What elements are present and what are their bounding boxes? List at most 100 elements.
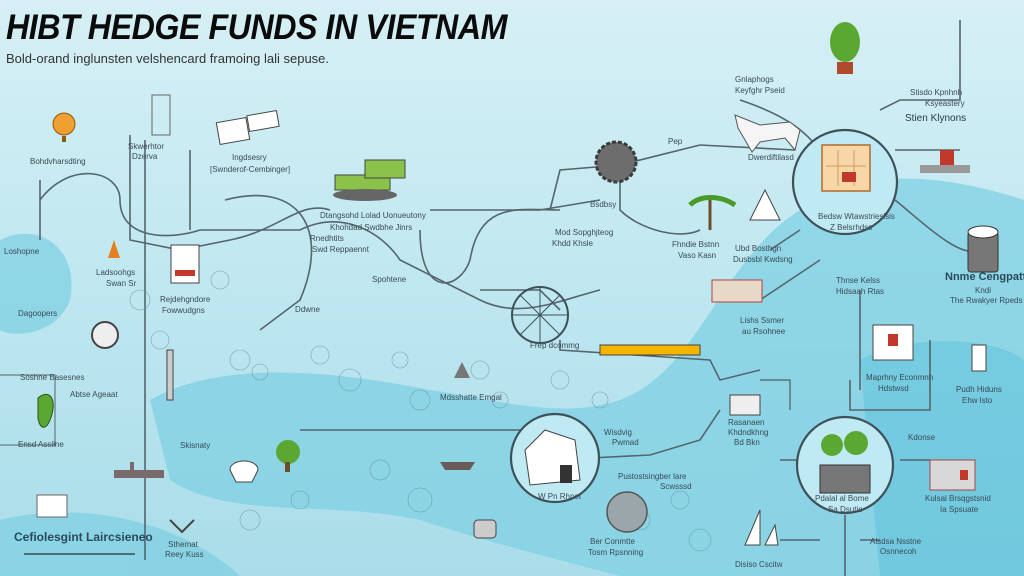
label: Frep dcommg	[530, 341, 580, 350]
balloon-icon	[52, 112, 76, 142]
label: Mod Sopghjteog	[555, 228, 614, 237]
page-title: HIBT HEDGE FUNDS IN VIETNAM	[6, 8, 508, 47]
label: Abtse Ageaat	[70, 390, 118, 399]
label: Pdalal al Bome	[815, 494, 869, 503]
label: Dusbsbl Kwdsng	[733, 255, 793, 264]
label: Alsdsa Nsstne	[870, 537, 922, 546]
label: Mdsshatte Emgal	[440, 393, 502, 402]
label: The Rwakyer Rpeds	[950, 296, 1023, 305]
label: Stisdo Kpnhnh	[910, 88, 963, 97]
label: Bd Bkn	[734, 438, 760, 447]
label: Ingdsesry	[232, 153, 267, 162]
label: Pwmad	[612, 438, 639, 447]
label: Skisnaty	[180, 441, 211, 450]
connector-lines	[0, 20, 981, 576]
label: Osnnecoh	[880, 547, 917, 556]
label: Disiso Cscitw	[735, 560, 783, 569]
legend-title: Cefiolesgint Laircsieneo	[14, 530, 153, 544]
label: Dtangsohd Lolad Uonueutony	[320, 211, 426, 220]
label: Scwsssd	[660, 482, 692, 491]
gear-icon	[594, 140, 638, 184]
label: Ddwne	[295, 305, 320, 314]
label: Ksyeastery	[925, 99, 965, 108]
tree-icon	[830, 22, 860, 74]
label: Bohdvharsdting	[30, 157, 86, 166]
label: Kndi	[975, 286, 992, 295]
label: Keyfghr Pseid	[735, 86, 785, 95]
label: Wisdvig	[604, 428, 633, 437]
label: [Swnderof-Cembinger]	[210, 165, 291, 174]
label: Reey Kuss	[165, 550, 204, 559]
label: Ehw lsto	[962, 396, 993, 405]
certificate-icon	[872, 324, 914, 361]
trees-factory-icon	[819, 431, 871, 494]
castle-icon	[711, 279, 763, 303]
label: Nnme Cengpatti	[945, 271, 1024, 283]
label: Sa Dsutie	[828, 505, 863, 514]
phone-icon	[971, 344, 987, 372]
label: Lishs Ssmer	[740, 316, 785, 325]
label: Pudh Hiduns	[956, 385, 1002, 394]
label: Rnedhtits	[310, 234, 344, 243]
chip-icon	[36, 494, 68, 518]
label: Sthemat	[168, 540, 198, 549]
label: Ubd Bosthgn	[735, 244, 782, 253]
atm-icon	[170, 244, 200, 284]
label: Bedsw Wtawstrieslsis	[818, 212, 895, 221]
label: Ensd Assline	[18, 440, 64, 449]
label: Spohtene	[372, 275, 407, 284]
label: Skwerhtor	[128, 142, 165, 151]
label: Bsdbsy	[590, 200, 617, 209]
doodle-clusters	[129, 270, 712, 552]
label: Swd Reppaennt	[312, 245, 369, 254]
label: Stien Klynons	[905, 113, 967, 124]
label: Z Belsrhdss	[830, 223, 873, 232]
tower-icon	[166, 349, 174, 401]
label: Hdstwsd	[878, 384, 909, 393]
building-icon	[114, 462, 164, 478]
label: Vaso Kasn	[678, 251, 717, 260]
label: Khdndkhng	[728, 428, 769, 437]
label: Pustostsingber lare	[618, 472, 687, 481]
label: Fowwudgns	[162, 306, 205, 315]
label: Thnse Kelss	[836, 276, 881, 285]
label: Pep	[668, 137, 683, 146]
horse-icon	[734, 114, 801, 153]
label: Soshne Basesnes	[20, 373, 85, 382]
label: W Pn Rhpet	[538, 492, 582, 501]
palm-tree-icon	[688, 195, 737, 230]
label: Dwerdiftilasd	[748, 153, 794, 162]
mesh-sphere-icon	[606, 491, 648, 533]
label: Rasanaen	[728, 418, 765, 427]
label: Dagoopers	[18, 309, 58, 318]
leaf-icon	[37, 393, 54, 428]
label: Kulsal Brsqgstsnid	[925, 494, 991, 503]
target-icon	[91, 321, 119, 349]
label: Kdonse	[908, 433, 936, 442]
label: Ber Conmtte	[590, 537, 635, 546]
dashboard-board-icon	[821, 144, 871, 192]
jar-icon	[473, 519, 497, 539]
lantern-icon	[151, 94, 171, 136]
cone-icon	[108, 240, 120, 258]
small-tree-icon	[276, 440, 300, 472]
label: Khdd Khsle	[552, 239, 593, 248]
sailboat-icon	[744, 509, 779, 546]
label: Tosm Rpsnning	[588, 548, 644, 557]
bridge-icon	[729, 379, 791, 416]
label: Ladsoohgs	[96, 268, 136, 277]
label: Hidsaah Rtas	[836, 287, 885, 296]
label: Dzerva	[132, 152, 158, 161]
ship-icon	[920, 150, 970, 173]
page-subtitle: Bold-orand inglunsten velshencard framoi…	[6, 51, 330, 66]
label: Khohdad Swdbhe Jinrs	[330, 223, 413, 232]
label: Swan Sr	[106, 279, 137, 288]
label: au Rsohnee	[742, 327, 786, 336]
wheel-spokes	[512, 287, 568, 343]
document-icon	[215, 109, 280, 146]
label: Gnlaphogs	[735, 75, 774, 84]
tank-icon	[967, 225, 999, 273]
heart-icon	[169, 519, 195, 534]
truck-icon	[333, 159, 406, 201]
